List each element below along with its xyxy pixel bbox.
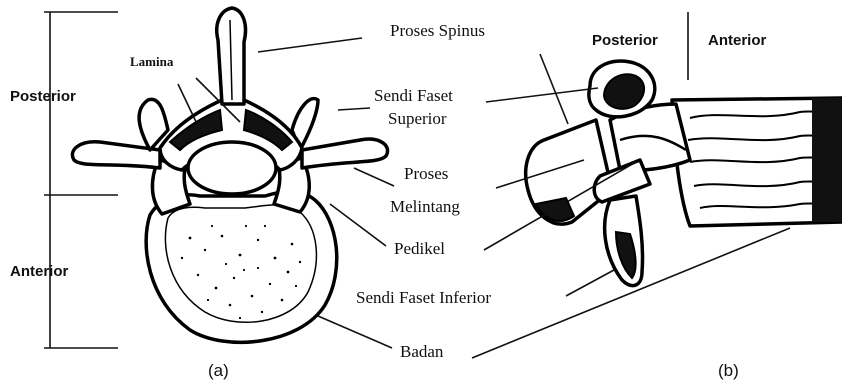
sendi-faset-inferior-label: Sendi Faset Inferior [356, 288, 491, 307]
proses-spinus-label: Proses Spinus [390, 21, 485, 40]
posterior-label-left: Posterior [10, 88, 76, 105]
badan-label: Badan [400, 342, 444, 361]
caption-b: (b) [718, 361, 739, 380]
transverse-process-right-shape [302, 139, 388, 168]
vertebra-lateral-view [526, 61, 842, 286]
vertebral-foramen [188, 142, 276, 194]
proses-melintang-label-1: Proses [404, 164, 448, 183]
posterior-bracket [44, 12, 118, 348]
pedikel-label: Pedikel [394, 239, 445, 258]
posterior-label-right: Posterior [592, 32, 658, 49]
sendi-faset-superior-label-2: Superior [388, 109, 447, 128]
proses-melintang-label-2: Melintang [390, 197, 460, 216]
vertebra-superior-view [44, 8, 388, 348]
caption-a: (a) [208, 361, 229, 380]
anterior-label-right: Anterior [708, 32, 767, 49]
lamina-label: Lamina [130, 54, 174, 69]
sendi-faset-superior-label-1: Sendi Faset [374, 86, 453, 105]
anterior-label-left: Anterior [10, 263, 69, 280]
